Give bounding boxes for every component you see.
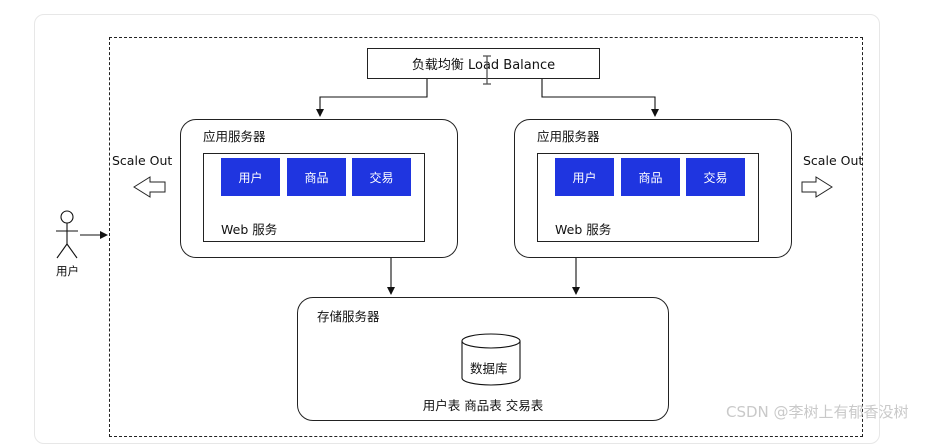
database-icon (461, 333, 521, 386)
web-service-box: 用户 商品 交易 Web 服务 (203, 153, 425, 242)
scale-out-left-label: Scale Out (112, 153, 173, 168)
web-service-box: 用户 商品 交易 Web 服务 (537, 153, 759, 242)
module-trade: 交易 (352, 158, 411, 196)
lb-to-app2-arrow (541, 79, 659, 117)
scale-out-left-arrow (133, 176, 166, 198)
watermark: CSDN @李树上有郁香没树 (726, 403, 909, 421)
storage-server-title: 存储服务器 (317, 309, 380, 324)
app-server-title: 应用服务器 (203, 129, 266, 144)
module-trade: 交易 (686, 158, 745, 196)
module-user: 用户 (221, 158, 280, 196)
storage-tables: 用户表 商品表 交易表 (422, 398, 544, 413)
scale-out-right-arrow (801, 176, 833, 198)
app-server-1: 应用服务器 用户 商品 交易 Web 服务 (180, 119, 458, 258)
diagram-connectors (56, 55, 833, 386)
scale-out-right-label: Scale Out (803, 153, 864, 168)
database-label: 数据库 (470, 361, 508, 376)
app-server-title: 应用服务器 (537, 129, 600, 144)
load-balancer-label: 负载均衡 Load Balance (411, 58, 556, 73)
user-label: 用户 (56, 264, 79, 278)
web-service-label: Web 服务 (555, 222, 612, 237)
module-product: 商品 (287, 158, 346, 196)
text-cursor-icon (483, 55, 491, 85)
lb-to-app1-arrow (316, 79, 428, 117)
load-balancer-box: 负载均衡 Load Balance (367, 48, 600, 79)
user-icon (56, 210, 78, 259)
app-server-2: 应用服务器 用户 商品 交易 Web 服务 (514, 119, 792, 258)
module-user: 用户 (555, 158, 614, 196)
module-product: 商品 (621, 158, 680, 196)
web-service-label: Web 服务 (221, 222, 278, 237)
